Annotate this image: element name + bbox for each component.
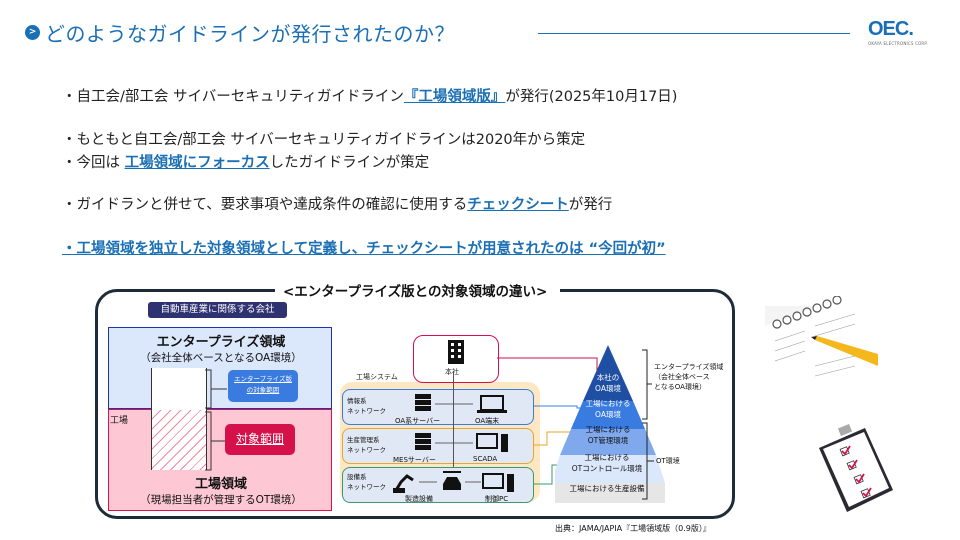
bullet-text: したガイドラインが策定 bbox=[269, 155, 430, 171]
device-label: 制御PC bbox=[485, 495, 509, 503]
building-icon bbox=[448, 340, 464, 364]
page-title: どのようなガイドラインが発行されたのか？ bbox=[45, 22, 455, 46]
diagram-title-background bbox=[275, 278, 560, 300]
bullet-link[interactable]: 『工場領域版』 bbox=[403, 89, 506, 105]
pyramid-level-production bbox=[555, 483, 665, 503]
logo-mark: OEC. bbox=[868, 18, 914, 40]
robot-car-pc-icons bbox=[393, 471, 514, 493]
bullet-text: ・自工会/部工会 サイバーセキュリティガイドライン bbox=[62, 89, 404, 105]
connector-line bbox=[453, 372, 454, 467]
pyramid bbox=[555, 345, 665, 503]
enterprise-bracket-label: エンタープライズ領域（会社全体ベースとなるOA環境） bbox=[654, 363, 724, 391]
factory-subtitle: （現場担当者が管理するOT環境） bbox=[140, 494, 302, 506]
enterprise-column bbox=[151, 368, 207, 410]
bullet-link[interactable]: 工場領域にフォーカス bbox=[124, 155, 270, 171]
header-divider bbox=[538, 33, 850, 34]
network-label: 生産管理系ネットワーク bbox=[347, 436, 386, 454]
network-label: 情報系ネットワーク bbox=[347, 397, 386, 415]
bullet-3: ・今回は 工場領域にフォーカスしたガイドラインが策定 bbox=[62, 151, 429, 172]
enterprise-subtitle: （会社全体ベースとなるOA環境） bbox=[140, 352, 302, 364]
factory-column-hatched bbox=[151, 410, 207, 470]
headquarters-box bbox=[413, 335, 499, 383]
headquarters-label: 本社 bbox=[445, 368, 459, 376]
network-label: 設備系ネットワーク bbox=[347, 473, 386, 491]
bullet-4: ・ガイドランと併せて、要求事項や達成条件の確認に使用するチェックシートが発行 bbox=[62, 193, 612, 214]
pyramid-level-ot-management bbox=[560, 429, 656, 455]
title-bullet-icon: > bbox=[25, 25, 40, 40]
enterprise-scope-line1: エンタープライズ版 bbox=[234, 375, 292, 383]
factory-system-label: 工場システム bbox=[356, 373, 398, 381]
bullet-2: ・もともと自工会/部工会 サイバーセキュリティガイドラインは2020年から策定 bbox=[62, 128, 585, 149]
bullet-5: ・工場領域を独立した対象領域として定義し、チェックシートが用意されたのは “今回… bbox=[62, 237, 666, 258]
server-pc-icons bbox=[415, 433, 508, 452]
diagram-title: <エンタープライズ版との対象領域の違い> bbox=[283, 284, 548, 300]
bullet-text: が発行(2025年10月17日) bbox=[505, 89, 678, 105]
bullet-text: ・ガイドランと併せて、要求事項や達成条件の確認に使用する bbox=[62, 197, 468, 213]
device-label: OA系サーバー bbox=[395, 417, 441, 425]
info-network: 情報系ネットワーク OA系サーバー OA端末 bbox=[342, 389, 534, 425]
pyramid-level-factory-oa bbox=[571, 401, 645, 429]
bullet-text: が発行 bbox=[568, 197, 613, 213]
pyramid-brackets bbox=[642, 349, 654, 500]
enterprise-title: エンタープライズ領域 bbox=[156, 335, 286, 350]
logo-subtitle: OKAYA ELECTRONICS CORP. bbox=[868, 41, 928, 46]
bullet-text: ・もともと自工会/部工会 サイバーセキュリティガイドラインは2020年から策定 bbox=[62, 132, 586, 148]
pyramid-level-hq-oa bbox=[583, 345, 633, 401]
device-label: MESサーバー bbox=[393, 456, 436, 464]
company-logo: OEC. OKAYA ELECTRONICS CORP. bbox=[868, 18, 938, 58]
target-scope-label: 対象範囲 bbox=[235, 432, 284, 446]
bullet-1: ・自工会/部工会 サイバーセキュリティガイドライン『工場領域版』が発行(2025… bbox=[62, 85, 677, 106]
device-label: SCADA bbox=[473, 455, 498, 463]
enterprise-scope-line2: の対象範囲 bbox=[246, 386, 280, 394]
pyramid-level-ot-control bbox=[555, 455, 665, 483]
source-citation: 出典：JAMA/JAPIA『工場領域版（0.9版）』 bbox=[555, 524, 711, 533]
target-scope-badge: 対象範囲 bbox=[225, 424, 295, 455]
scope-brackets bbox=[205, 369, 227, 471]
factory-area: 工場領域 （現場担当者が管理するOT環境） bbox=[108, 409, 332, 511]
bullet-text: ・ bbox=[62, 241, 77, 257]
checklist-clipboard-image bbox=[819, 424, 893, 512]
server-laptop-icons bbox=[415, 394, 507, 413]
bullet-text: ・今回は bbox=[62, 155, 125, 171]
factory-title: 工場領域 bbox=[194, 477, 247, 492]
ot-bracket-label: OT環境 bbox=[656, 457, 680, 465]
bullet-link[interactable]: チェックシート bbox=[467, 197, 569, 213]
enterprise-scope-badge: エンタープライズ版 の対象範囲 bbox=[228, 370, 298, 402]
device-label: 製造設備 bbox=[405, 495, 433, 503]
device-label: OA端末 bbox=[475, 417, 500, 425]
pyramid-label: 工場における生産設備 bbox=[569, 484, 645, 493]
factory-side-label: 工場 bbox=[110, 416, 129, 426]
notebook-pencil-image bbox=[765, 296, 878, 396]
company-label: 自動車産業に関係する会社 bbox=[148, 302, 287, 318]
production-network: 生産管理系ネットワーク MESサーバー SCADA bbox=[342, 428, 534, 464]
bullet-link[interactable]: 工場領域を独立した対象領域として定義し、チェックシートが用意されたのは “今回が… bbox=[76, 241, 666, 257]
equipment-network: 設備系ネットワーク 製造設備 制御PC bbox=[342, 467, 534, 503]
